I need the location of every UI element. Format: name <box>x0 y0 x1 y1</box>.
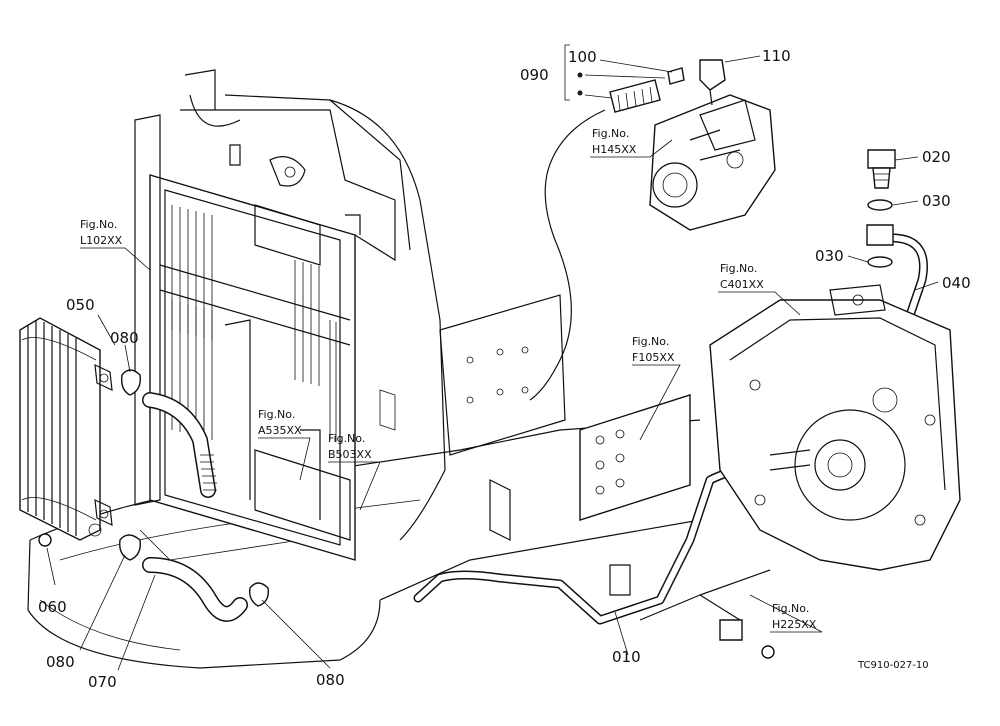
bracket-h225 <box>639 569 775 659</box>
oil-cooler <box>19 317 113 541</box>
fig-l102-prefix: Fig.No. <box>80 218 117 231</box>
radiator-assembly <box>134 69 446 561</box>
leader-lines <box>46 44 939 671</box>
fig-l102-code: L102XX <box>80 234 123 247</box>
label-010: 010 <box>612 648 641 666</box>
fig-h225-code: H225XX <box>772 618 817 631</box>
label-030-upper: 030 <box>922 192 951 210</box>
label-080-left: 080 <box>46 653 75 671</box>
fig-a535-prefix: Fig.No. <box>258 408 295 421</box>
label-030-lower: 030 <box>815 247 844 265</box>
radiator-core-fins <box>171 205 337 442</box>
hose-line-090 <box>529 109 606 401</box>
fig-f105-prefix: Fig.No. <box>632 335 669 348</box>
fig-a535-code: A535XX <box>258 424 302 437</box>
fitting-100-110 <box>609 59 726 113</box>
fig-b503-code: B503XX <box>328 448 372 461</box>
label-090: 090 <box>520 66 549 84</box>
bolt-060 <box>38 533 52 547</box>
frame-plate <box>439 294 691 541</box>
banjo-fitting <box>866 224 894 246</box>
drawing-code: TC910-027-10 <box>857 660 929 671</box>
label-070: 070 <box>88 673 117 691</box>
label-020: 020 <box>922 148 951 166</box>
label-100: 100 <box>568 48 597 66</box>
label-050: 050 <box>66 296 95 314</box>
upper-hose <box>142 392 217 498</box>
label-080-right: 080 <box>316 671 345 689</box>
washer-030-lower <box>867 256 893 268</box>
hose-clamps <box>119 369 269 607</box>
fig-c401-code: C401XX <box>720 278 764 291</box>
label-080-top: 080 <box>110 329 139 347</box>
fig-leader-lines <box>80 139 823 633</box>
lower-hose-070 <box>142 557 248 622</box>
fig-h225-prefix: Fig.No. <box>772 602 809 615</box>
fig-h145-code: H145XX <box>592 143 637 156</box>
fig-c401-prefix: Fig.No. <box>720 262 757 275</box>
fig-f105-code: F105XX <box>632 351 675 364</box>
hydraulic-pump <box>649 94 776 231</box>
transmission-housing <box>709 284 961 571</box>
washer-030-upper <box>867 199 893 211</box>
label-040: 040 <box>942 274 971 292</box>
fig-b503-prefix: Fig.No. <box>328 432 365 445</box>
plug-020 <box>867 149 896 189</box>
label-110: 110 <box>762 47 791 65</box>
label-060: 060 <box>38 598 67 616</box>
fig-h145-prefix: Fig.No. <box>592 127 629 140</box>
